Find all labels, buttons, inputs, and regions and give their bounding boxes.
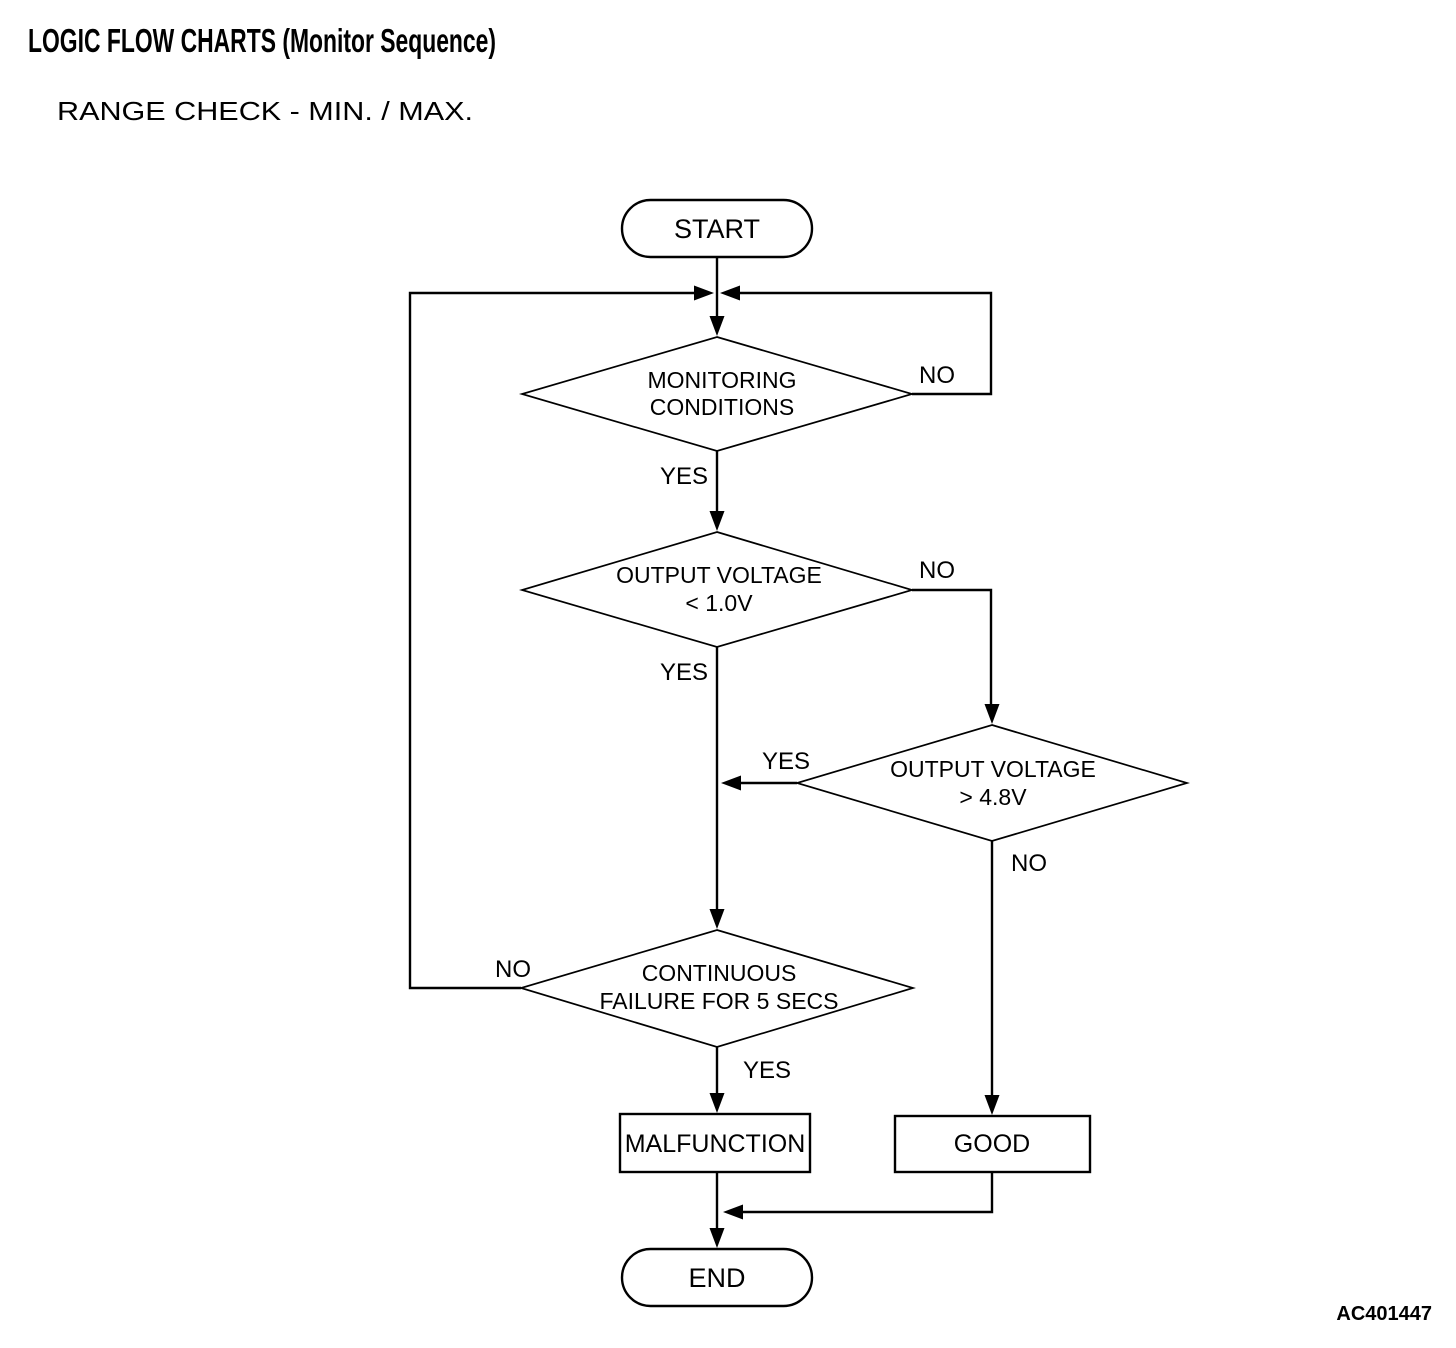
- end-pill: [620, 1247, 814, 1308]
- start-node: START: [620, 198, 814, 259]
- branch-label-yes: YES: [743, 1057, 791, 1084]
- decision-diamond: [794, 724, 1190, 842]
- branch-label-yes: YES: [660, 463, 708, 490]
- page-title: LOGIC FLOW CHARTS (Monitor Sequence): [28, 22, 496, 59]
- decision-output-voltage-max: OUTPUT VOLTAGE > 4.8V: [794, 724, 1190, 842]
- decision-text-line1: CONTINUOUS: [642, 960, 797, 986]
- decision-continuous-failure: CONTINUOUS FAILURE FOR 5 SECS: [518, 929, 916, 1048]
- decision-output-voltage-min: OUTPUT VOLTAGE < 1.0V: [518, 531, 916, 648]
- arrow-left-icon: [721, 775, 741, 791]
- arrow-down-icon: [709, 909, 725, 929]
- arrow-down-icon: [709, 1093, 725, 1113]
- edge-left-loop-no: [408, 291, 696, 990]
- arrow-down-icon: [709, 511, 725, 531]
- figure-code: AC401447: [1336, 1303, 1432, 1325]
- branch-label-yes: YES: [660, 659, 708, 686]
- edge-good-merge: [741, 1172, 994, 1214]
- result-label: GOOD: [954, 1130, 1030, 1158]
- chart-subtitle: RANGE CHECK - MIN. / MAX.: [57, 96, 473, 126]
- result-box: [618, 1112, 812, 1174]
- arrow-down-icon: [984, 1095, 1000, 1115]
- connector-lines: [408, 257, 994, 1231]
- decision-text-line1: OUTPUT VOLTAGE: [890, 756, 1096, 782]
- decision-text-line1: OUTPUT VOLTAGE: [616, 562, 822, 588]
- decision-text-line2: < 1.0V: [685, 590, 753, 616]
- result-good: GOOD: [893, 1114, 1092, 1174]
- branch-label-no: NO: [919, 362, 955, 389]
- arrow-left-icon: [723, 1204, 743, 1220]
- arrow-down-icon: [984, 704, 1000, 724]
- decision-diamond: [518, 531, 916, 648]
- branch-label-no: NO: [495, 956, 531, 983]
- branch-label-no: NO: [919, 557, 955, 584]
- result-box: [893, 1114, 1092, 1174]
- arrowheads: [694, 285, 1000, 1248]
- decision-text-line2: CONDITIONS: [650, 394, 794, 420]
- decision-text-line2: > 4.8V: [959, 784, 1027, 810]
- decision-text-line2: FAILURE FOR 5 SECS: [599, 988, 838, 1014]
- arrow-down-icon: [709, 316, 725, 336]
- result-malfunction: MALFUNCTION: [618, 1112, 812, 1174]
- result-label: MALFUNCTION: [625, 1130, 806, 1158]
- arrow-down-icon: [709, 1228, 725, 1248]
- edge-right-loop-no: [738, 291, 993, 396]
- arrow-left-icon: [720, 285, 740, 301]
- decision-text-line1: MONITORING: [647, 367, 796, 393]
- start-pill: [620, 198, 814, 259]
- start-label: START: [674, 214, 760, 244]
- end-node: END: [620, 1247, 814, 1308]
- arrow-right-icon: [694, 285, 714, 301]
- end-label: END: [688, 1263, 745, 1293]
- branch-label-yes: YES: [762, 748, 810, 775]
- decision-diamond: [518, 336, 916, 452]
- branch-label-no: NO: [1011, 850, 1047, 877]
- decision-monitoring-conditions: MONITORING CONDITIONS: [518, 336, 916, 452]
- edge-voltage-min-no: [912, 588, 993, 707]
- decision-diamond: [518, 929, 916, 1048]
